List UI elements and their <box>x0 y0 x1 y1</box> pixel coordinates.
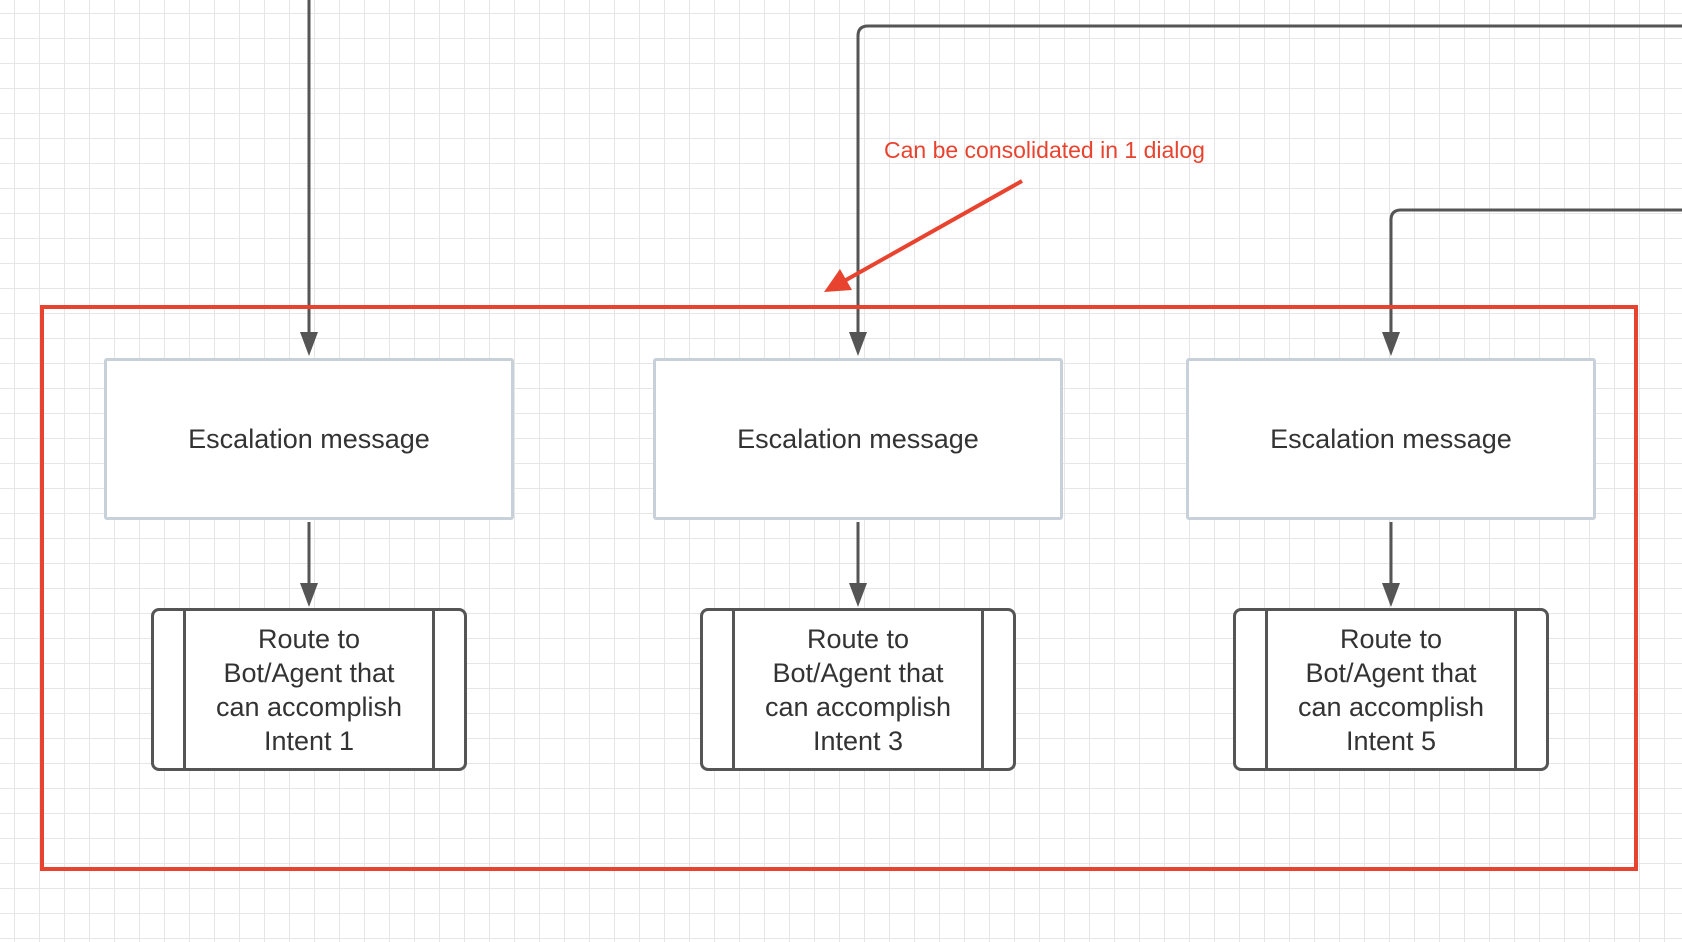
process-bar-left <box>183 611 186 768</box>
route-label-line: can accomplish <box>764 691 952 722</box>
route-label: Route to Bot/Agent that can accomplish I… <box>748 622 968 758</box>
arrowhead-route-1 <box>300 583 318 607</box>
route-label-line: can accomplish <box>1297 691 1485 722</box>
arrowheads <box>300 332 1400 607</box>
route-process-box-2[interactable]: Route to Bot/Agent that can accomplish I… <box>700 608 1016 771</box>
process-bar-right <box>432 611 435 768</box>
arrowhead-message-3 <box>1382 332 1400 356</box>
route-label-line: Intent 1 <box>263 725 355 756</box>
escalation-message-label: Escalation message <box>1270 423 1512 454</box>
route-label-line: Bot/Agent that <box>1305 657 1477 688</box>
process-bar-left <box>1265 611 1268 768</box>
route-label-line: Bot/Agent that <box>223 657 395 688</box>
arrowhead-route-3 <box>1382 583 1400 607</box>
escalation-message-box-2[interactable]: Escalation message <box>653 358 1063 520</box>
process-bar-right <box>1514 611 1517 768</box>
arrowhead-route-2 <box>849 583 867 607</box>
route-label-line: Route to <box>1339 623 1443 654</box>
escalation-message-box-1[interactable]: Escalation message <box>104 358 514 520</box>
process-bar-right <box>981 611 984 768</box>
consolidation-note: Can be consolidated in 1 dialog <box>884 137 1205 163</box>
arrowhead-message-1 <box>300 332 318 356</box>
route-process-box-3[interactable]: Route to Bot/Agent that can accomplish I… <box>1233 608 1549 771</box>
route-process-box-1[interactable]: Route to Bot/Agent that can accomplish I… <box>151 608 467 771</box>
route-label: Route to Bot/Agent that can accomplish I… <box>199 622 419 758</box>
arrowhead-message-2 <box>849 332 867 356</box>
consolidation-group-outline <box>40 305 1638 871</box>
route-label-line: Intent 5 <box>1345 725 1437 756</box>
route-label: Route to Bot/Agent that can accomplish I… <box>1281 622 1501 758</box>
route-label-line: Route to <box>257 623 361 654</box>
route-label-line: Route to <box>806 623 910 654</box>
route-label-line: Bot/Agent that <box>772 657 944 688</box>
escalation-message-label: Escalation message <box>737 423 979 454</box>
annotation-arrow <box>824 179 1023 292</box>
process-bar-left <box>732 611 735 768</box>
escalation-message-label: Escalation message <box>188 423 430 454</box>
route-label-line: Intent 3 <box>812 725 904 756</box>
route-label-line: can accomplish <box>215 691 403 722</box>
escalation-message-box-3[interactable]: Escalation message <box>1186 358 1596 520</box>
connectors <box>307 0 1682 592</box>
connector-into-message-2 <box>856 24 1682 342</box>
connector-into-message-3 <box>1389 208 1682 342</box>
